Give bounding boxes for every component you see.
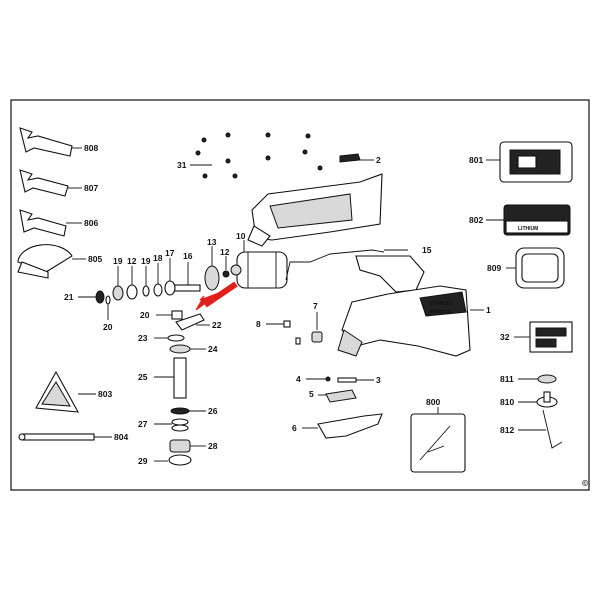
part-802-battery: LITHIUM	[486, 204, 571, 236]
callout-808: 808	[84, 143, 98, 153]
part-12-bearing	[222, 256, 230, 278]
part-9-wiring	[285, 249, 425, 293]
callout-812: 812	[500, 425, 514, 435]
tool-brand-label: STANLEY	[430, 301, 454, 307]
callout-803: 803	[98, 389, 112, 399]
callout-16: 18	[153, 253, 163, 263]
part-29-housing	[169, 439, 206, 453]
part-3-spring	[337, 377, 374, 383]
callout-17: 19	[141, 256, 151, 266]
callout-810: 810	[500, 397, 514, 407]
callout-29: 28	[208, 441, 218, 451]
part-804-bar	[18, 433, 112, 441]
part-21-ring	[78, 290, 105, 304]
callout-14: 16	[183, 251, 193, 261]
callout-12: 12	[220, 247, 230, 257]
callout-4: 4	[296, 374, 301, 384]
callout-24: 23	[138, 333, 148, 343]
part-801-charger	[486, 141, 573, 183]
callout-30: 29	[138, 456, 148, 466]
callout-802: 802	[469, 215, 483, 225]
part-28-spring	[154, 418, 189, 432]
part-807-blade	[19, 169, 82, 197]
part-22-block	[156, 310, 183, 320]
housing-left-half	[247, 173, 383, 247]
callout-2: 2	[376, 155, 381, 165]
part-15-bearing	[164, 258, 176, 296]
battery-label: LITHIUM	[518, 226, 538, 232]
part-32-label	[514, 321, 573, 353]
part-23-fork	[175, 313, 210, 331]
callout-28: 27	[138, 419, 148, 429]
callout-23: 22	[212, 320, 222, 330]
callout-19: 19	[113, 256, 123, 266]
part-4-screw	[306, 376, 331, 382]
part-1-tool-body: STANLEY FATMAX	[337, 285, 484, 357]
callout-811: 811	[500, 374, 514, 384]
callout-32: 32	[500, 332, 510, 342]
callout-18: 12	[127, 256, 137, 266]
red-arrow-shaft	[203, 281, 238, 308]
part-803-sanding-pad	[35, 370, 96, 413]
callout-20: 20	[103, 322, 113, 332]
callout-806: 806	[84, 218, 98, 228]
part-24-bearing	[154, 334, 185, 342]
part-14-shaft	[171, 262, 201, 292]
copyright-mark: ©	[582, 478, 589, 488]
part-25-bearing	[169, 344, 206, 354]
callout-1: 1	[486, 305, 491, 315]
callout-5: 5	[309, 389, 314, 399]
callout-25: 24	[208, 344, 218, 354]
part-7-button	[311, 312, 323, 343]
part-811-washer	[518, 374, 557, 384]
part-18-bearing	[126, 266, 138, 300]
callout-800: 800	[426, 397, 440, 407]
callout-27: 26	[208, 406, 218, 416]
part-17-clip	[142, 266, 150, 297]
part-810-flange	[518, 391, 558, 408]
part-10-motor	[230, 240, 288, 289]
part-16-washer	[153, 263, 163, 297]
callout-804: 804	[114, 432, 128, 442]
callout-31: 31	[177, 160, 187, 170]
part-808-blade	[19, 127, 82, 157]
part-800-kit-box	[410, 407, 466, 473]
part-6-lever	[302, 413, 383, 439]
callout-807: 807	[84, 183, 98, 193]
part-805-segment-blade	[17, 244, 86, 279]
part-19-bearing	[112, 266, 124, 301]
part-812-hex-key	[518, 409, 563, 449]
callout-805: 805	[88, 254, 102, 264]
part-31-screws	[190, 132, 323, 179]
part-20-pin	[105, 295, 111, 320]
part-30-clamp	[154, 454, 192, 466]
callout-21: 21	[64, 292, 74, 302]
callout-801: 801	[469, 155, 483, 165]
part-5-latch	[318, 389, 357, 403]
callout-15: 17	[165, 248, 175, 258]
callout-8: 8	[256, 319, 261, 329]
tool-model-label: FATMAX	[430, 309, 451, 315]
part-26-spindle	[154, 357, 187, 399]
callout-6: 6	[292, 423, 297, 433]
callout-9: 15	[422, 245, 432, 255]
part-2-switch	[339, 153, 374, 163]
callout-7: 7	[313, 301, 318, 311]
part-806-blade	[19, 209, 82, 237]
callout-809: 809	[487, 263, 501, 273]
diagram-frame	[10, 99, 590, 491]
callout-26: 25	[138, 372, 148, 382]
part-8-pin	[266, 320, 301, 345]
callout-13: 13	[207, 237, 217, 247]
part-27-washer	[170, 407, 206, 415]
part-13-gear	[204, 246, 220, 291]
callout-22: 20	[140, 310, 150, 320]
part-809-case	[506, 247, 565, 289]
callout-10: 10	[236, 231, 246, 241]
callout-3: 3	[376, 375, 381, 385]
